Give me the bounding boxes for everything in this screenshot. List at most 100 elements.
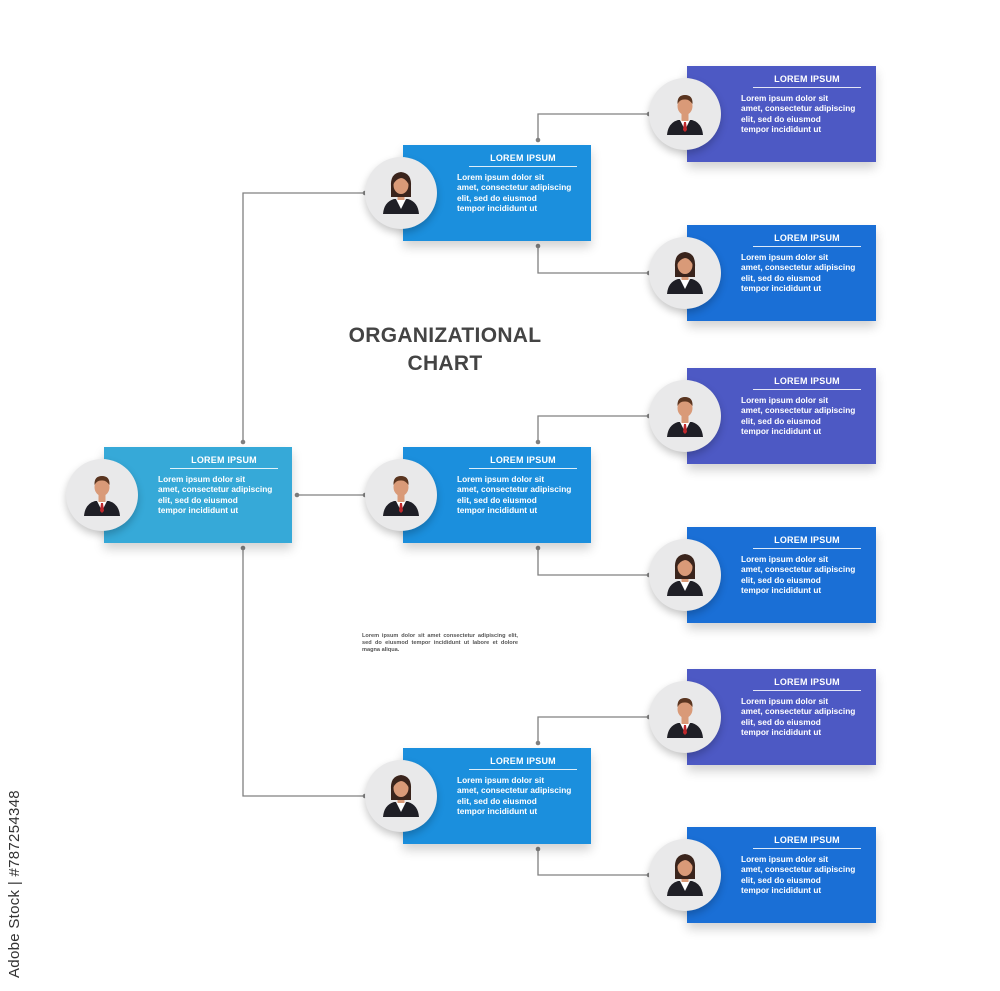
org-node-title: LOREM IPSUM (469, 756, 577, 770)
connector-m1-r2 (537, 246, 649, 274)
businesswoman-icon (667, 554, 703, 596)
org-node-description-line: elit, sed do eiusmod (741, 574, 821, 585)
org-node-description-line: Lorem ipsum dolor sit (741, 93, 829, 103)
connector-dot (240, 545, 246, 551)
org-node-avatar-m2 (365, 459, 437, 531)
connector-m3-r5 (537, 716, 649, 743)
org-node-description-line: elit, sed do eiusmod (741, 415, 821, 426)
businesswoman-icon (383, 172, 419, 214)
connector-m2-r3 (537, 415, 649, 442)
businessman-icon (667, 397, 703, 437)
org-node-avatar-r5 (649, 681, 721, 753)
org-node-description-line: elit, sed do eiusmod (741, 272, 821, 283)
chart-title: ORGANIZATIONAL CHART (330, 322, 560, 378)
connector-dot (294, 492, 300, 498)
org-node-description-line: amet, consectetur adipiscing (741, 864, 856, 875)
org-node-avatar-r4 (649, 539, 721, 611)
connector-m1-r1 (537, 113, 649, 140)
businessman-icon (84, 476, 120, 516)
org-node-description-line: tempor incididunt ut (457, 203, 538, 214)
org-node-description-line: Lorem ipsum dolor sit (457, 775, 545, 785)
connector-dot (535, 740, 541, 746)
org-node-description-line: amet, consectetur adipiscing (741, 706, 856, 717)
org-node-description-line: Lorem ipsum dolor sit (741, 554, 829, 564)
org-node-description-line: amet, consectetur adipiscing (741, 103, 856, 114)
org-node-description-line: amet, consectetur adipiscing (457, 785, 572, 796)
connector-dot (240, 439, 246, 445)
org-node-description-line: amet, consectetur adipiscing (457, 484, 572, 495)
org-node-title: LOREM IPSUM (753, 535, 861, 549)
org-node-avatar-r1 (649, 78, 721, 150)
businessman-icon (667, 95, 703, 135)
businessman-icon (667, 698, 703, 738)
org-node-title: LOREM IPSUM (469, 153, 577, 167)
org-node-description-line: Lorem ipsum dolor sit (741, 252, 829, 262)
connector-m3-r6 (537, 849, 649, 876)
org-node-title: LOREM IPSUM (753, 74, 861, 88)
org-node-avatar-m3 (365, 760, 437, 832)
connector-dot (535, 846, 541, 852)
connector-dot (535, 137, 541, 143)
chart-title-line2: CHART (407, 352, 483, 375)
org-node-description-line: tempor incididunt ut (457, 806, 538, 817)
org-node-description-line: tempor incididunt ut (741, 885, 822, 896)
chart-note: Lorem ipsum dolor sit amet consectetur a… (362, 633, 518, 654)
org-node-description-line: elit, sed do eiusmod (158, 494, 238, 505)
org-node-description-line: elit, sed do eiusmod (741, 716, 821, 727)
connector-dot (535, 439, 541, 445)
org-node-title: LOREM IPSUM (753, 835, 861, 849)
org-node-description-line: elit, sed do eiusmod (457, 494, 537, 505)
org-node-description-line: elit, sed do eiusmod (457, 192, 537, 203)
org-node-description-line: Lorem ipsum dolor sit (741, 854, 829, 864)
businesswoman-icon (667, 854, 703, 896)
org-node-avatar-r2 (649, 237, 721, 309)
org-node-description-line: Lorem ipsum dolor sit (457, 172, 545, 182)
businesswoman-icon (383, 775, 419, 817)
org-node-description-line: tempor incididunt ut (741, 585, 822, 596)
org-node-title: LOREM IPSUM (469, 455, 577, 469)
org-node-description-line: amet, consectetur adipiscing (158, 484, 273, 495)
org-node-description-line: tempor incididunt ut (741, 426, 822, 437)
org-node-description-line: Lorem ipsum dolor sit (741, 395, 829, 405)
chart-title-line1: ORGANIZATIONAL (348, 324, 542, 347)
org-node-avatar-r6 (649, 839, 721, 911)
org-node-title: LOREM IPSUM (753, 376, 861, 390)
org-node-description-line: amet, consectetur adipiscing (741, 564, 856, 575)
connector-root-m3 (242, 548, 365, 797)
org-node-description-line: Lorem ipsum dolor sit (457, 474, 545, 484)
org-node-description-line: elit, sed do eiusmod (741, 113, 821, 124)
org-node-description-line: amet, consectetur adipiscing (741, 405, 856, 416)
org-node-description-line: tempor incididunt ut (741, 727, 822, 738)
org-node-description-line: Lorem ipsum dolor sit (158, 474, 246, 484)
connector-root-m1 (242, 192, 365, 442)
org-node-description-line: amet, consectetur adipiscing (457, 182, 572, 193)
org-node-title: LOREM IPSUM (170, 455, 278, 469)
org-node-avatar-r3 (649, 380, 721, 452)
businesswoman-icon (667, 252, 703, 294)
org-node-avatar-m1 (365, 157, 437, 229)
org-node-description-line: elit, sed do eiusmod (741, 874, 821, 885)
stock-watermark-text: Adobe Stock | #787254348 (6, 790, 23, 978)
connector-dot (535, 545, 541, 551)
